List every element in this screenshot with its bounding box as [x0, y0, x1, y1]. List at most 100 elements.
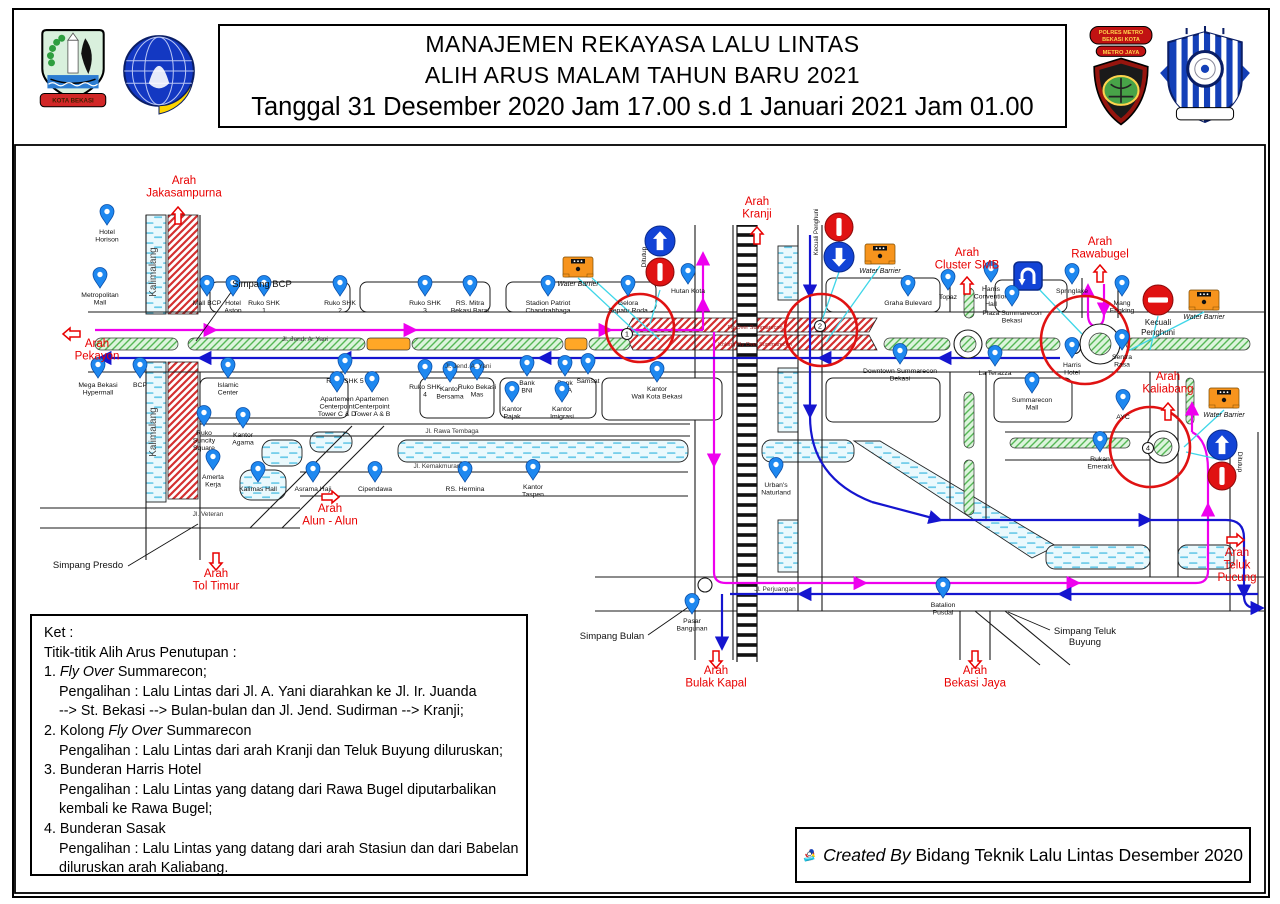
direction-arrow-left-icon: [61, 326, 81, 342]
road-label: Jl. Veteran: [193, 511, 224, 518]
title-line-2: ALIH ARUS MALAM TAHUN BARU 2021: [424, 61, 861, 88]
up-sign-icon: [1206, 429, 1238, 461]
direction-arrow-up-icon: [959, 275, 975, 295]
water-barrier-icon: Water Barrier: [1183, 289, 1225, 321]
callout-lines: [577, 265, 1225, 461]
dephub-globe-icon: [123, 35, 195, 115]
flow-blue: [97, 235, 1265, 651]
map-pin: Hutan Kota: [671, 263, 705, 295]
road-label: Kalimalang: [148, 407, 159, 456]
label-text: Samsat: [576, 378, 599, 385]
direction-arrow-up-icon: [749, 225, 765, 245]
map-pin: Mall BCP: [193, 275, 222, 307]
road-label: Ditutup: [641, 246, 648, 267]
credit-box: dishub KOTA BEKASI Created By Bidang Tek…: [795, 827, 1251, 883]
title-line-1: MANAJEMEN REKAYASA LALU LINTAS: [425, 30, 860, 57]
closure-point-marker: 2: [814, 320, 826, 332]
korlantas-shield-icon: [1160, 26, 1250, 124]
water-barrier-icon: Water Barrier: [859, 243, 901, 275]
direction-arrow-down-icon: [967, 650, 983, 670]
legend-line: Pengalihan : Lalu Lintas yang datang dar…: [59, 781, 497, 798]
legend-line: 3. Bunderan Harris Hotel: [44, 762, 202, 779]
railway: [736, 225, 758, 662]
legend-line: Pengalihan : Lalu Lintas dari arah Kranj…: [59, 742, 504, 759]
uturn-sign-icon: [1013, 261, 1043, 291]
up-sign-icon: [644, 225, 676, 257]
closed-sign-icon: [1207, 461, 1237, 491]
logo-dephub: [118, 30, 200, 121]
road-label: Kecuali Penghuni: [814, 209, 820, 256]
road-label: Kolong Fly Over Summarecon: [718, 342, 792, 348]
kota-bekasi-emblem-icon: KOTA BEKASI: [39, 29, 107, 108]
map-pin: AYC: [1115, 389, 1131, 421]
direction-arrow-right-icon: [1226, 532, 1246, 548]
legend-line: --> St. Bekasi --> Bulan-bulan dan Jl. J…: [59, 703, 464, 720]
water-barrier-label: Water Barrier: [1203, 412, 1245, 419]
direction-arrow-up-icon: [1160, 401, 1176, 421]
legend-box: Ket : Titik-titik Alih Arus Penutupan : …: [30, 614, 528, 876]
svg-text:2: 2: [818, 322, 822, 331]
water-barrier-icon: Water Barrier: [557, 256, 599, 288]
direction-arrow-down-icon: [208, 552, 224, 572]
label-text: Cipendawa: [358, 486, 392, 493]
road-label: Jl. Jend. A. Yani: [445, 363, 491, 370]
title-box: MANAJEMEN REKAYASA LALU LINTAS ALIH ARUS…: [218, 24, 1067, 128]
road-label: Jl. Perjuangan: [754, 586, 796, 593]
legend-subtitle: Titik-titik Alih Arus Penutupan :: [44, 644, 237, 661]
label-text: RS. Hermina: [446, 486, 485, 493]
closed-sign-icon: [645, 257, 675, 287]
road-label: Kecuali: [1145, 318, 1171, 327]
rivers: [145, 214, 1235, 573]
map-pin: La Terazza: [978, 345, 1012, 377]
legend-title: Ket :: [44, 625, 74, 641]
polres-banner-line2: BEKASI KOTA: [1102, 37, 1140, 43]
svg-text:4: 4: [1146, 444, 1150, 453]
label-text: Graha Bulevard: [884, 300, 932, 307]
svg-text:1: 1: [625, 330, 629, 339]
